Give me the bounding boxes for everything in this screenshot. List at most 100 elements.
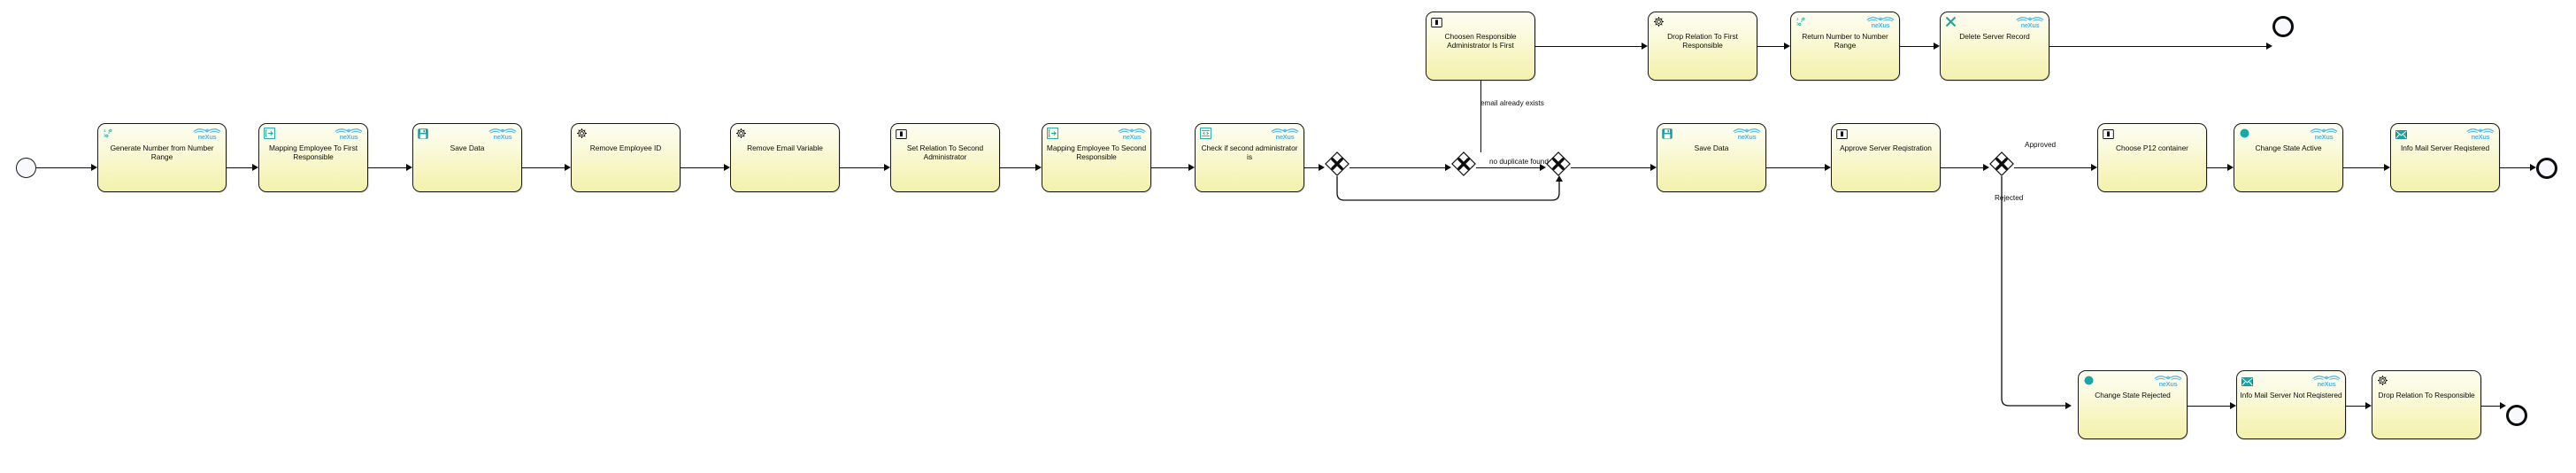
mapping-icon <box>1047 128 1058 139</box>
connector-t12-to-end-top <box>2049 46 2089 48</box>
nexus-logo: neXus <box>192 127 222 141</box>
task-label: Approve Server Reqistration <box>1840 143 1932 152</box>
arrowhead <box>1642 43 1648 50</box>
gear-icon <box>735 128 747 139</box>
mapping-icon <box>264 128 275 139</box>
svg-text:3: 3 <box>1796 22 1799 27</box>
task-label: Mapping Employee To First Responsible <box>268 143 358 162</box>
edge-label-rejected: Rejected <box>1995 194 2024 202</box>
task-info-mail-server-registered[interactable]: neXus Info Mail Server Reqistered <box>2390 123 2500 192</box>
task-choosen-responsible-administrator-is-first[interactable]: Choosen Responsible Administrator Is Fir… <box>1426 12 1535 81</box>
nexus-logo: neXus <box>1117 127 1147 141</box>
arrowhead <box>2266 43 2272 50</box>
start-event-main[interactable] <box>16 158 36 178</box>
connector-t9-to-t10 <box>1535 46 1642 48</box>
task-remove-employee-id[interactable]: Remove Employee ID <box>571 123 681 192</box>
arrowhead <box>565 164 571 171</box>
svg-text:3: 3 <box>104 134 106 139</box>
task-choose-p12-container[interactable]: Choose P12 container <box>2097 123 2207 192</box>
arrowhead <box>1556 175 1563 182</box>
task-drop-relation-to-responsible[interactable]: Drop Relation To Responsible <box>2372 370 2481 439</box>
svg-text:neXus: neXus <box>340 133 358 141</box>
save-icon <box>418 128 429 139</box>
task-info-mail-server-not-registered[interactable]: neXus Info Mail Server Not Reqistered <box>2236 370 2346 439</box>
arrowhead <box>1983 164 1989 171</box>
arrowhead <box>252 164 258 171</box>
nexus-logo: neXus <box>2153 374 2183 388</box>
gateway-approval-decision[interactable] <box>1989 151 2014 176</box>
nexus-logo: neXus <box>1270 127 1300 141</box>
gear-icon <box>576 128 588 139</box>
task-remove-email-variable[interactable]: Remove Email Variable <box>730 123 840 192</box>
nexus-logo: neXus <box>334 127 364 141</box>
connector-t2-to-t3 <box>368 167 406 169</box>
connector-t5-to-t6 <box>840 167 884 169</box>
end-event-registered[interactable] <box>2536 158 2557 179</box>
edge-label-no-duplicate-found: no duplicate found <box>1489 158 1549 166</box>
user-task-icon <box>896 128 907 140</box>
arrowhead <box>1784 43 1790 50</box>
connector-t17-to-end-main <box>2500 167 2530 169</box>
task-check-if-second-administrator-is[interactable]: neXus Check if second administrator is <box>1195 123 1304 192</box>
task-label: Drop Relation To Responsible <box>2378 391 2475 399</box>
arrowhead <box>2365 402 2372 409</box>
delete-x-icon <box>1945 16 1957 27</box>
arrowhead <box>724 164 730 171</box>
connector-gw2-to-t9 <box>1480 51 1482 152</box>
arrowhead <box>1934 43 1940 50</box>
svg-text:neXus: neXus <box>2159 380 2178 388</box>
gateway-duplicate-email-check[interactable] <box>1451 151 1476 176</box>
task-label: Save Data <box>450 143 485 152</box>
nexus-logo: neXus <box>2465 127 2495 141</box>
user-task-icon <box>1836 128 1848 140</box>
mail-icon <box>2242 375 2253 386</box>
svg-text:neXus: neXus <box>1872 21 1890 29</box>
connector-start-to-t1 <box>36 167 91 169</box>
task-change-state-rejected[interactable]: neXus Change State Rejected <box>2078 370 2188 439</box>
connector-t6-to-t7 <box>1000 167 1035 169</box>
task-delete-server-record[interactable]: neXus Delete Server Record <box>1940 12 2049 81</box>
task-save-data-1[interactable]: neXus Save Data <box>412 123 522 192</box>
edge-label-email-already-exists: email already exists <box>1480 99 1544 107</box>
nexus-logo: neXus <box>1732 127 1762 141</box>
mail-icon <box>2395 128 2407 139</box>
end-event-duplicate-branch[interactable] <box>2272 16 2294 37</box>
arrowhead <box>2091 164 2097 171</box>
svg-text:1: 1 <box>104 128 106 134</box>
connector-t19-to-t20 <box>2346 406 2365 407</box>
nexus-logo: neXus <box>2015 15 2045 29</box>
task-mapping-employee-to-second-responsible[interactable]: neXus Mapping Employee To Second Respons… <box>1042 123 1151 192</box>
task-label: Remove Employee ID <box>589 143 662 152</box>
svg-text:neXus: neXus <box>2318 380 2336 388</box>
arrowhead <box>1825 164 1831 171</box>
connector-t8-to-gw1 <box>1304 167 1319 169</box>
task-approve-server-registration[interactable]: Approve Server Reqistration <box>1831 123 1941 192</box>
svg-text:2: 2 <box>1801 19 1803 24</box>
state-dot-icon <box>2083 375 2095 386</box>
task-save-data-2[interactable]: neXus Save Data <box>1657 123 1766 192</box>
task-mapping-employee-to-first-responsible[interactable]: neXus Mapping Employee To First Responsi… <box>258 123 368 192</box>
task-label: Choosen Responsible Administrator Is Fir… <box>1444 32 1517 50</box>
connector-t3-to-t4 <box>522 167 565 169</box>
nexus-logo: neXus <box>1865 15 1895 29</box>
gateway-second-administrator-check[interactable] <box>1325 151 1350 176</box>
svg-text:neXus: neXus <box>1123 133 1142 141</box>
user-task-icon <box>1431 16 1442 28</box>
svg-text:neXus: neXus <box>2315 133 2334 141</box>
connector-t15-to-t16 <box>2207 167 2227 169</box>
task-label: Remove Email Variable <box>747 143 823 152</box>
connector-t16-to-t17 <box>2343 167 2384 169</box>
task-drop-relation-to-first-responsible[interactable]: Drop Relation To First Responsible <box>1648 12 1757 81</box>
task-change-state-active[interactable]: neXus Change State Active <box>2234 123 2343 192</box>
arrowhead <box>2065 402 2072 409</box>
task-label: Set Relation To Second Administrator <box>906 143 984 162</box>
end-event-rejected[interactable] <box>2506 405 2527 426</box>
gateway-merge-before-save[interactable] <box>1546 151 1571 176</box>
svg-text:neXus: neXus <box>198 133 217 141</box>
task-set-relation-to-second-administrator[interactable]: Set Relation To Second Administrator <box>890 123 1000 192</box>
connector-t12-to-end-top-b <box>2089 46 2266 48</box>
